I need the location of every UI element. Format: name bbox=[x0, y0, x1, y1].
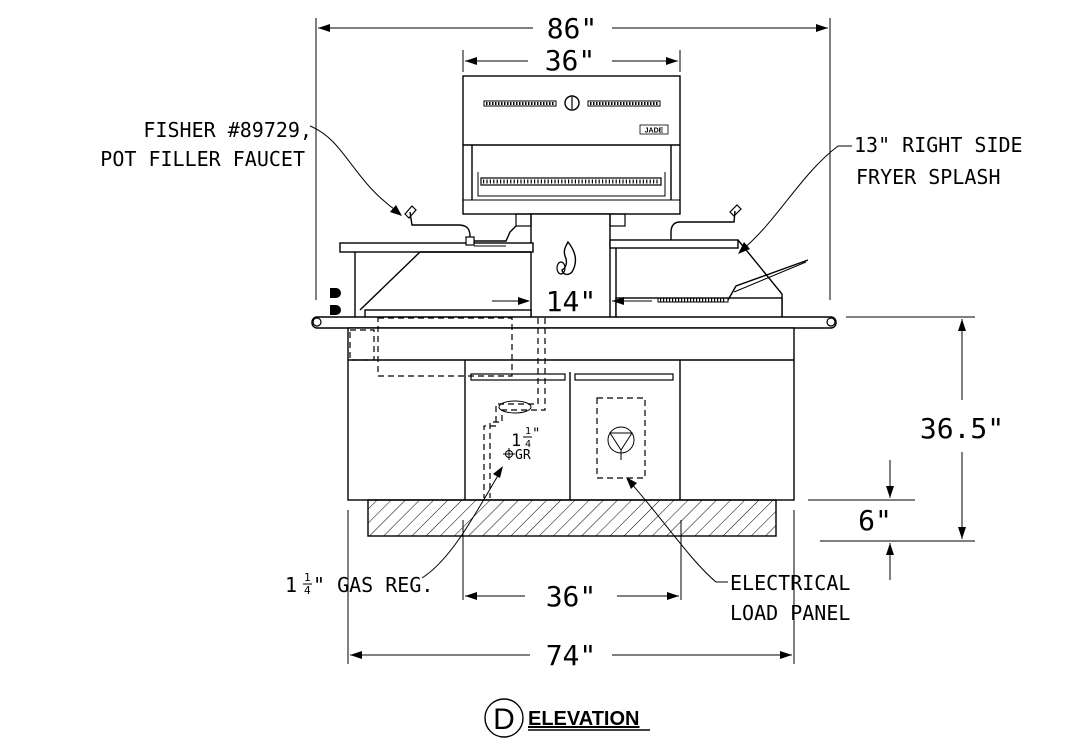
view-marker: D bbox=[493, 703, 515, 736]
gas-conn-inch: " bbox=[532, 426, 540, 442]
countertop bbox=[311, 316, 837, 329]
dim-14-label: 14" bbox=[546, 285, 597, 318]
callout-electrical: ELECTRICAL LOAD PANEL bbox=[626, 477, 850, 625]
right-fryer bbox=[609, 204, 809, 319]
base-plinth bbox=[367, 499, 777, 537]
cabinet-base: 1 1 4 " GR bbox=[347, 317, 795, 501]
dimension-36-hood: 36" bbox=[462, 44, 681, 77]
dim-6-label: 6" bbox=[858, 504, 892, 537]
faucet-line2: POT FILLER FAUCET bbox=[100, 147, 305, 171]
dimension-14: 14" bbox=[492, 285, 652, 318]
dim-74-label: 74" bbox=[546, 639, 597, 672]
left-cooktop bbox=[330, 205, 534, 319]
callout-fryer-splash: 13" RIGHT SIDE FRYER SPLASH bbox=[738, 133, 1023, 254]
splash-line2: FRYER SPLASH bbox=[856, 165, 1001, 189]
dimension-36-5: 36.5" bbox=[820, 316, 1004, 542]
gas-conn-whole: 1 bbox=[511, 431, 521, 451]
pot-filler-faucet bbox=[404, 205, 517, 247]
dim-36-5-label: 36.5" bbox=[920, 412, 1004, 445]
callout-gas-reg: 1 1 4 " GAS REG. bbox=[285, 466, 503, 597]
dimension-6: 6" bbox=[808, 460, 915, 580]
dimension-74: 74" bbox=[347, 510, 795, 672]
gas-conn-den: 4 bbox=[525, 439, 531, 450]
splash-line1: 13" RIGHT SIDE bbox=[854, 133, 1023, 157]
gas-conn-label: GR bbox=[515, 448, 531, 463]
flame-icon bbox=[556, 240, 577, 276]
elec-line2: LOAD PANEL bbox=[730, 601, 850, 625]
dimension-86: 86" bbox=[315, 12, 831, 300]
gas-reg-suffix: " GAS REG. bbox=[313, 573, 433, 597]
callout-faucet: FISHER #89729, POT FILLER FAUCET bbox=[100, 118, 402, 216]
fryer-faucet bbox=[670, 204, 742, 240]
view-title-text: ELEVATION bbox=[528, 708, 639, 730]
gas-reg-prefix: 1 bbox=[285, 573, 297, 597]
elec-line1: ELECTRICAL bbox=[730, 571, 850, 595]
gas-reg-frac-num: 1 bbox=[304, 571, 311, 584]
view-title: D ELEVATION bbox=[484, 698, 650, 738]
center-column bbox=[515, 213, 626, 320]
dimension-36-cabinet: 36" bbox=[462, 520, 682, 613]
gas-conn-num: 1 bbox=[525, 426, 531, 437]
dim-36-hood-label: 36" bbox=[545, 44, 596, 77]
dim-86-label: 86" bbox=[547, 12, 598, 45]
dim-36-cabinet-label: 36" bbox=[546, 580, 597, 613]
gas-reg-frac-den: 4 bbox=[304, 584, 311, 597]
salamander-broiler: JADE bbox=[462, 75, 681, 215]
faucet-line1: FISHER #89729, bbox=[143, 118, 312, 142]
jade-badge: JADE bbox=[645, 128, 664, 135]
